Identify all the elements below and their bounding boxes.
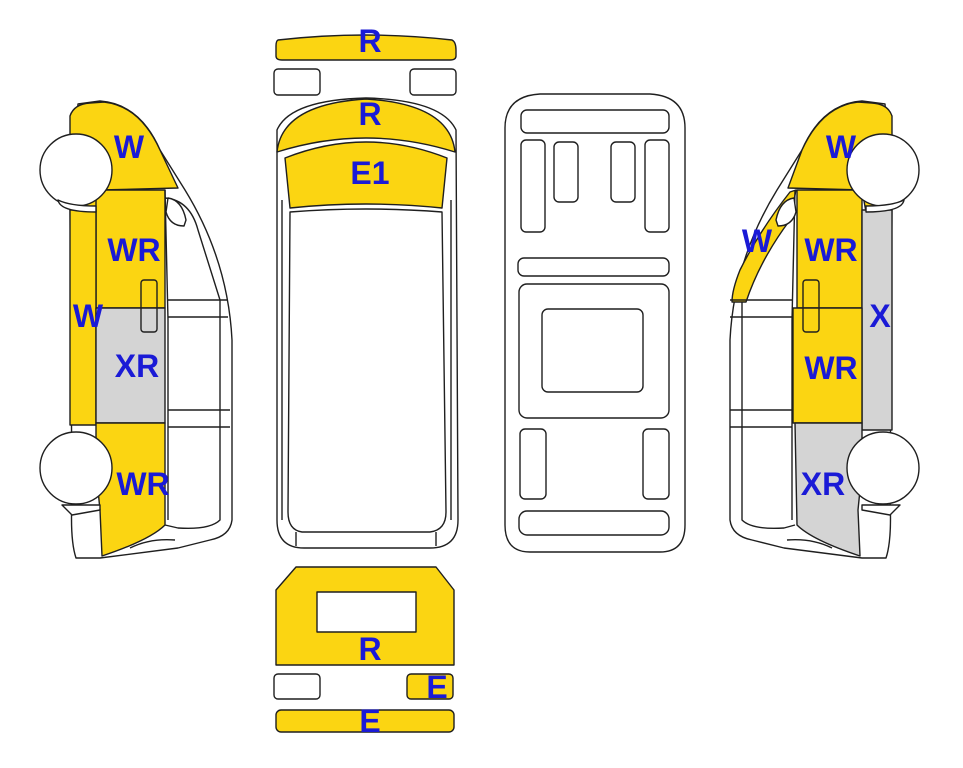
label-left-rear-quarter: WR bbox=[116, 466, 169, 502]
right-rear-quarter-panel[interactable] bbox=[794, 422, 863, 557]
label-right-sliding-door: WR bbox=[804, 350, 857, 386]
rear-light-left[interactable] bbox=[273, 673, 321, 700]
label-rear-bumper: E bbox=[359, 703, 380, 739]
left-front-wheel bbox=[39, 133, 113, 207]
label-left-sill: W bbox=[73, 298, 104, 334]
windshield-panel[interactable] bbox=[284, 141, 448, 209]
right-front-wheel bbox=[846, 133, 920, 207]
rear-light-right[interactable] bbox=[406, 673, 454, 700]
rear-view bbox=[273, 566, 455, 733]
right-headlight[interactable] bbox=[409, 68, 457, 96]
left-rear-wheel bbox=[39, 431, 113, 505]
left-rear-quarter-panel[interactable] bbox=[95, 422, 166, 557]
roof-inner-outline bbox=[287, 208, 447, 533]
label-right-rear-quarter: XR bbox=[801, 466, 845, 502]
label-right-front-door: WR bbox=[804, 232, 857, 268]
front-bumper-panel[interactable] bbox=[275, 34, 457, 61]
label-right-a-pillar: W bbox=[742, 223, 773, 259]
label-left-sliding-door: XR bbox=[115, 348, 159, 384]
label-rear-door: R bbox=[358, 631, 381, 667]
label-left-front-door: WR bbox=[107, 232, 160, 268]
label-right-front-wing: W bbox=[826, 129, 857, 165]
underside-view bbox=[504, 93, 686, 553]
rear-bumper-panel[interactable] bbox=[275, 709, 455, 733]
hood-panel[interactable] bbox=[276, 98, 456, 153]
right-rear-wheel bbox=[846, 431, 920, 505]
label-rear-light-right: E bbox=[426, 669, 447, 705]
label-front-bumper: R bbox=[358, 23, 381, 59]
label-hood: R bbox=[358, 96, 381, 132]
label-windshield: E1 bbox=[350, 155, 389, 191]
left-side-view bbox=[39, 100, 233, 559]
rear-window bbox=[316, 591, 417, 633]
damage-labels: R R E1 R E E W WR W XR WR W W WR X WR XR bbox=[73, 23, 891, 739]
right-side-view bbox=[729, 100, 920, 559]
left-headlight[interactable] bbox=[273, 68, 321, 96]
top-view bbox=[273, 34, 459, 549]
underside-outline bbox=[504, 93, 686, 553]
label-left-front-wing: W bbox=[114, 129, 145, 165]
label-right-rocker: X bbox=[869, 298, 891, 334]
